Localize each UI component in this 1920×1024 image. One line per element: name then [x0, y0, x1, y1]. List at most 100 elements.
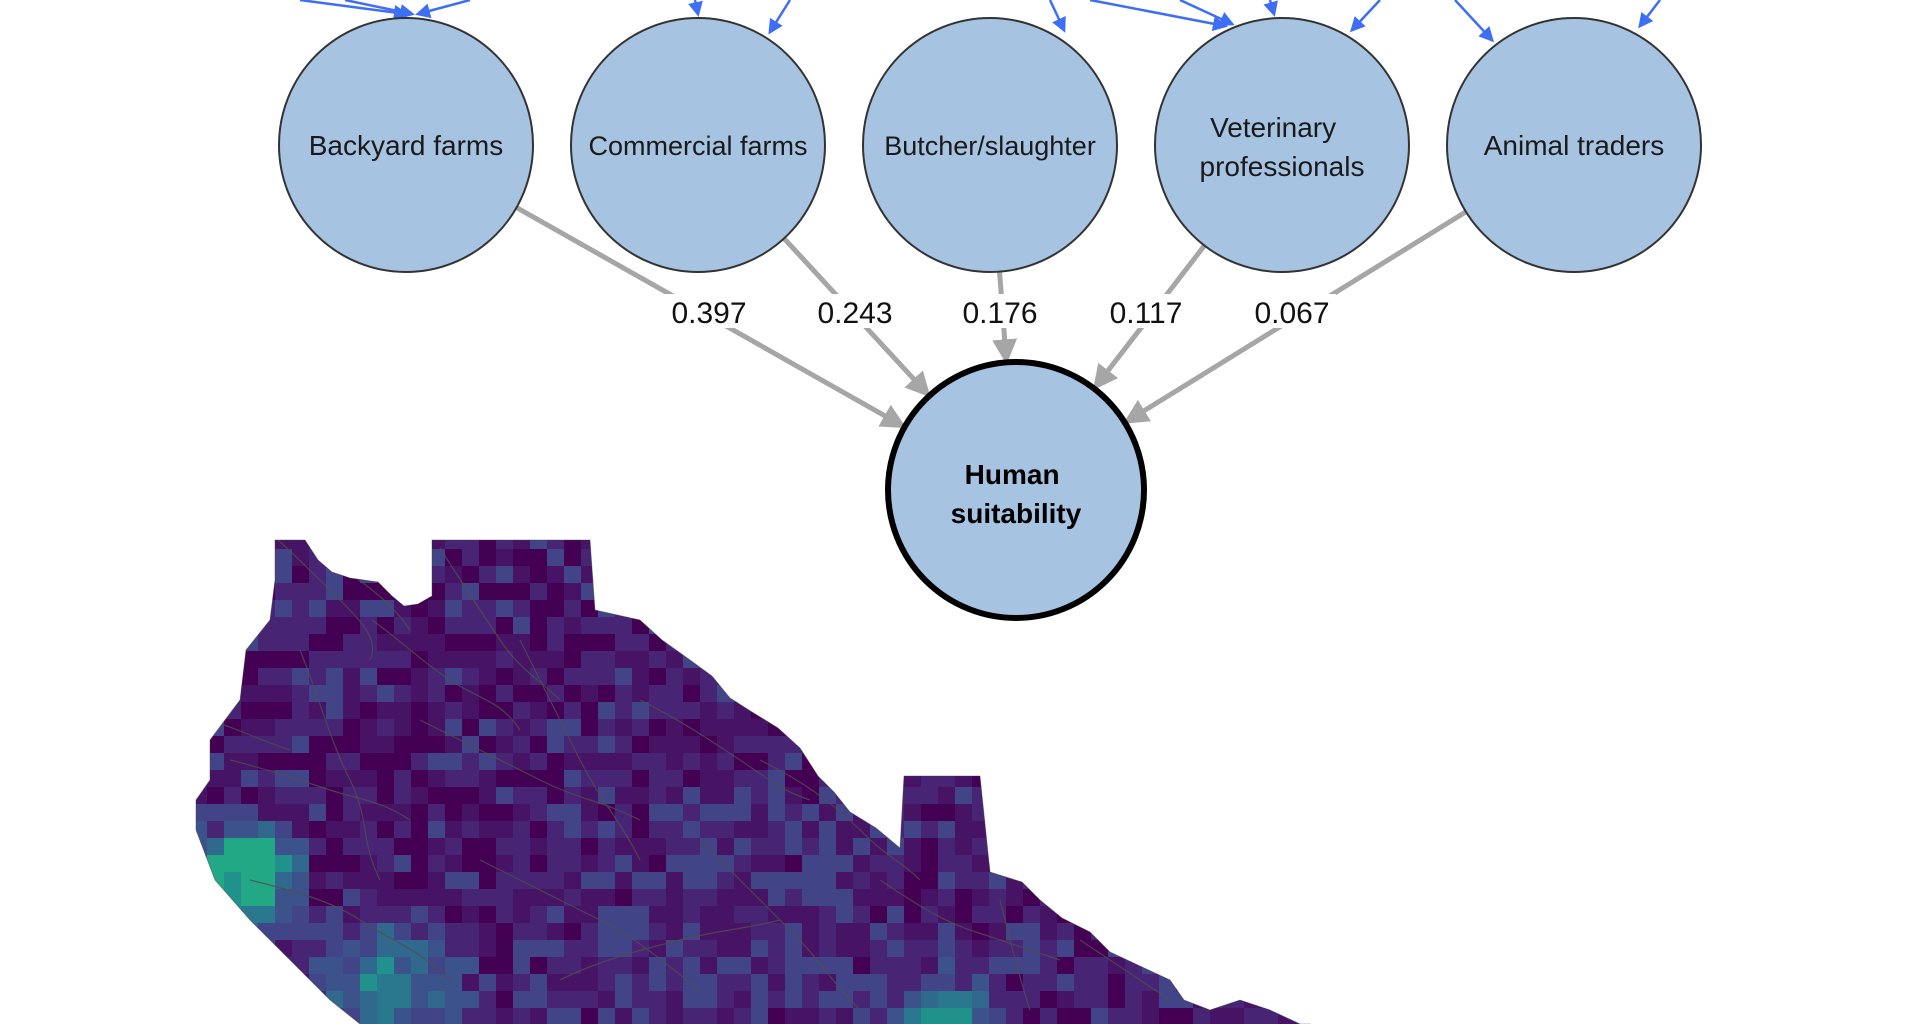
raster-cell	[377, 991, 395, 1009]
raster-cell	[768, 566, 786, 584]
raster-cell	[1193, 923, 1211, 941]
raster-cell	[598, 753, 616, 771]
raster-cell	[530, 702, 548, 720]
raster-cell	[1244, 583, 1262, 601]
raster-cell	[683, 634, 701, 652]
raster-cell	[411, 702, 429, 720]
raster-cell	[972, 923, 990, 941]
raster-cell	[547, 770, 565, 788]
raster-cell	[989, 957, 1007, 975]
raster-cell	[717, 685, 735, 703]
raster-cell	[564, 583, 582, 601]
raster-cell	[196, 923, 208, 941]
raster-cell	[1091, 617, 1109, 635]
raster-cell	[462, 991, 480, 1009]
raster-cell	[955, 634, 973, 652]
raster-cell	[411, 889, 429, 907]
raster-cell	[411, 872, 429, 890]
raster-cell	[1040, 719, 1058, 737]
raster-cell	[360, 821, 378, 839]
raster-cell	[411, 957, 429, 975]
raster-cell	[683, 770, 701, 788]
raster-cell	[360, 702, 378, 720]
raster-cell	[1091, 991, 1109, 1009]
raster-cell	[564, 719, 582, 737]
raster-cell	[632, 540, 650, 550]
raster-cell	[530, 685, 548, 703]
raster-cell	[258, 1008, 276, 1024]
raster-cell	[785, 991, 803, 1009]
raster-cell	[1210, 1008, 1228, 1024]
raster-cell	[224, 549, 242, 567]
raster-cell	[1210, 821, 1228, 839]
raster-cell	[1091, 787, 1109, 805]
raster-cell	[1057, 957, 1075, 975]
raster-cell	[513, 974, 531, 992]
raster-cell	[1057, 770, 1075, 788]
raster-cell	[445, 838, 463, 856]
raster-cell	[1261, 940, 1279, 958]
raster-cell	[513, 583, 531, 601]
raster-cell	[581, 957, 599, 975]
raster-cell	[989, 821, 1007, 839]
raster-cell	[513, 668, 531, 686]
raster-cell	[802, 770, 820, 788]
raster-cell	[196, 668, 208, 686]
raster-cell	[479, 668, 497, 686]
raster-cell	[1278, 855, 1296, 873]
raster-cell	[1295, 634, 1310, 652]
raster-cell	[1006, 634, 1024, 652]
raster-cell	[292, 540, 310, 550]
raster-cell	[751, 889, 769, 907]
raster-cell	[666, 804, 684, 822]
raster-cell	[445, 804, 463, 822]
raster-cell	[1006, 668, 1024, 686]
raster-cell	[496, 923, 514, 941]
raster-cell	[1278, 804, 1296, 822]
raster-cell	[411, 668, 429, 686]
raster-cell	[1176, 974, 1194, 992]
raster-cell	[258, 566, 276, 584]
raster-cell	[853, 600, 871, 618]
raster-cell	[1210, 923, 1228, 941]
raster-cell	[751, 940, 769, 958]
raster-cell	[428, 872, 446, 890]
raster-cell	[224, 991, 242, 1009]
raster-cell	[1074, 821, 1092, 839]
raster-cell	[887, 600, 905, 618]
raster-cell	[581, 787, 599, 805]
raster-cell	[751, 600, 769, 618]
raster-cell	[1125, 787, 1143, 805]
raster-cell	[1278, 617, 1296, 635]
node-human-suitability: Human suitability	[885, 359, 1147, 621]
raster-cell	[258, 668, 276, 686]
raster-cell	[207, 940, 225, 958]
raster-cell	[411, 838, 429, 856]
raster-cell	[292, 821, 310, 839]
raster-cell	[1261, 906, 1279, 924]
raster-cell	[717, 872, 735, 890]
raster-cell	[258, 753, 276, 771]
raster-cell	[904, 583, 922, 601]
raster-cell	[853, 855, 871, 873]
raster-cell	[275, 583, 293, 601]
raster-cell	[700, 923, 718, 941]
raster-cell	[224, 838, 242, 856]
raster-cell	[1227, 838, 1245, 856]
raster-cell	[1108, 923, 1126, 941]
raster-cell	[1210, 702, 1228, 720]
raster-cell	[513, 549, 531, 567]
raster-cell	[717, 889, 735, 907]
raster-cell	[275, 753, 293, 771]
raster-cell	[428, 702, 446, 720]
raster-cell	[241, 770, 259, 788]
raster-cell	[513, 685, 531, 703]
raster-cell	[462, 540, 480, 550]
raster-cell	[513, 566, 531, 584]
raster-cell	[1176, 1008, 1194, 1024]
raster-cell	[224, 889, 242, 907]
raster-cell	[462, 770, 480, 788]
node-label: Veterinary professionals	[1200, 112, 1365, 182]
raster-cell	[1227, 1008, 1245, 1024]
raster-cell	[547, 583, 565, 601]
